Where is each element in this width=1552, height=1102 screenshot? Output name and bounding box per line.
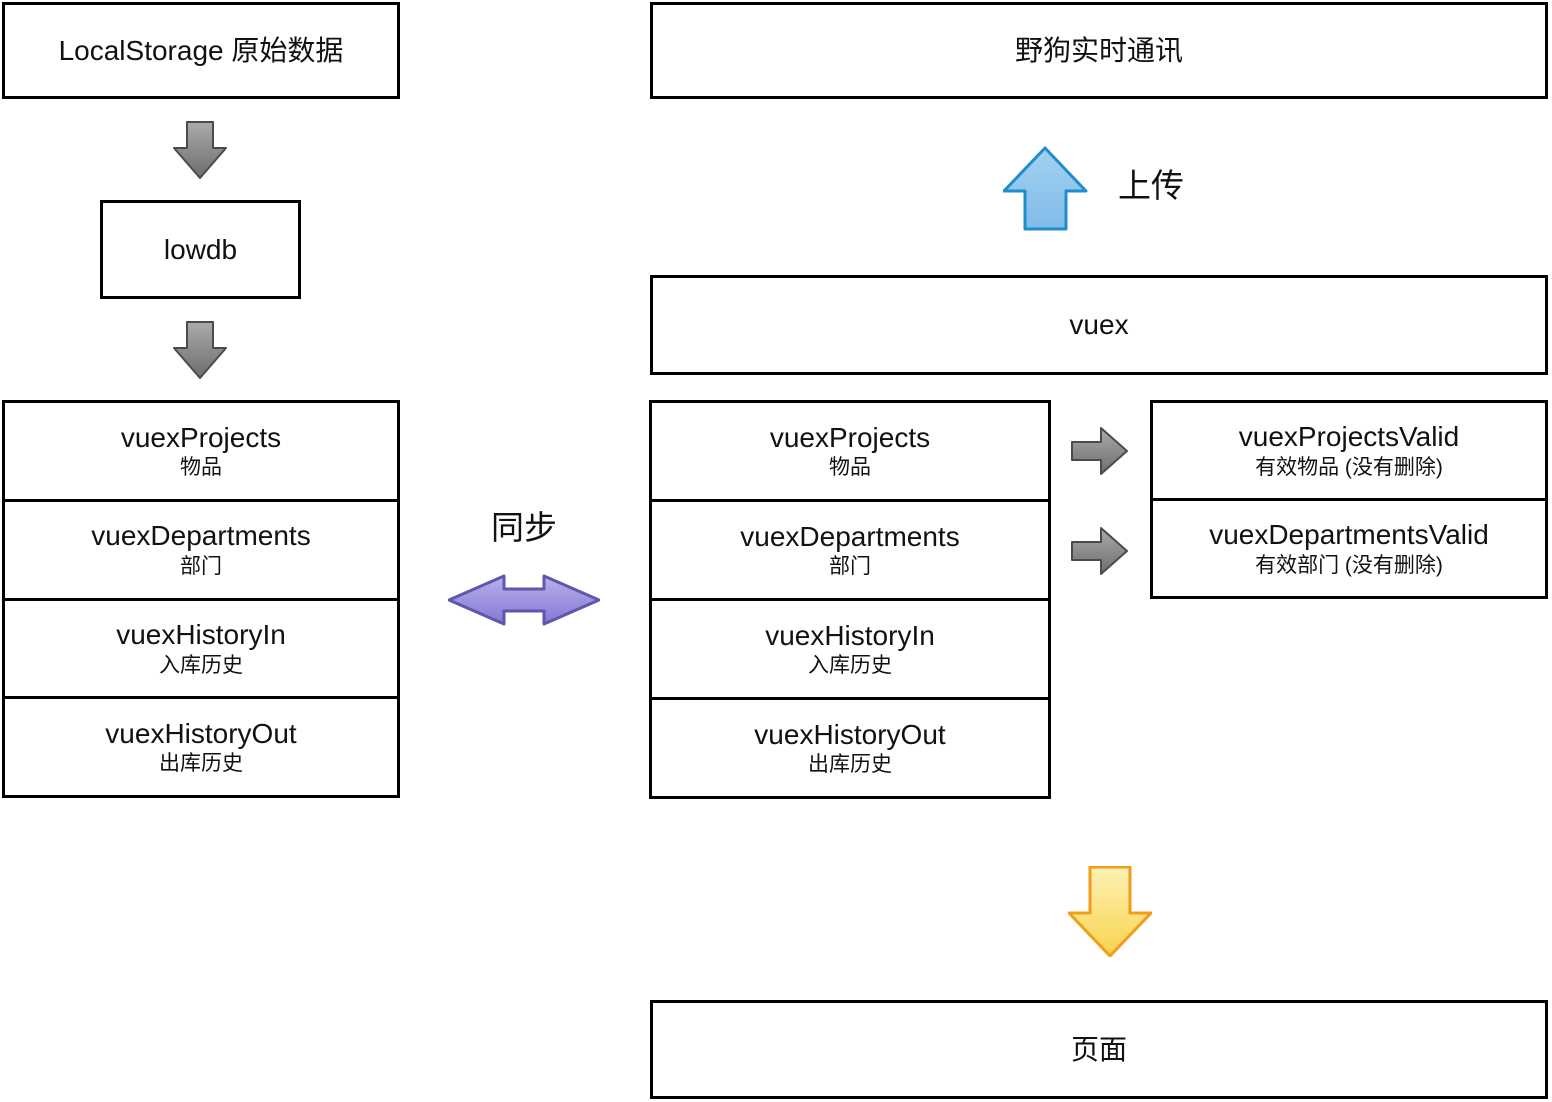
vuex-box: vuex <box>650 275 1548 375</box>
sync-label: 同步 <box>491 509 557 546</box>
vuex-state-stack: vuexProjects 物品 vuexDepartments 部门 vuexH… <box>649 400 1051 799</box>
stack-row-vuexprojectsvalid: vuexProjectsValid 有效物品 (没有删除) <box>1153 403 1545 498</box>
lowdb-label: lowdb <box>163 233 238 265</box>
row-title: vuexProjectsValid <box>1238 421 1460 453</box>
row-title: vuexHistoryOut <box>754 718 946 750</box>
stack-row-vuexdepartments: vuexDepartments 部门 <box>652 499 1048 598</box>
localstorage-box: LocalStorage 原始数据 <box>2 2 400 99</box>
row-title: vuexDepartmentsValid <box>1209 519 1489 551</box>
row-subtitle: 入库历史 <box>159 653 243 677</box>
stack-row-vuexdepartmentsvalid: vuexDepartmentsValid 有效部门 (没有删除) <box>1153 498 1545 596</box>
stack-row-vuexdepartments: vuexDepartments 部门 <box>5 498 397 598</box>
row-subtitle: 物品 <box>180 456 222 480</box>
row-title: vuexProjects <box>769 421 931 453</box>
page-label: 页面 <box>1070 1033 1127 1065</box>
stack-row-vuexprojects: vuexProjects 物品 <box>5 403 397 499</box>
lowdb-box: lowdb <box>100 200 301 299</box>
vuex-label: vuex <box>1069 309 1129 341</box>
upload-arrow-icon <box>1003 146 1088 231</box>
row-title: vuexDepartments <box>91 520 311 552</box>
render-down-arrow-icon <box>1068 866 1152 957</box>
row-subtitle: 有效部门 (没有删除) <box>1255 553 1443 577</box>
row-subtitle: 部门 <box>829 555 871 579</box>
row-subtitle: 出库历史 <box>159 752 243 776</box>
row-title: vuexHistoryIn <box>116 619 286 651</box>
row-subtitle: 入库历史 <box>808 654 892 678</box>
row-subtitle: 部门 <box>180 554 222 578</box>
row-title: vuexHistoryOut <box>105 717 297 749</box>
right-arrow-icon <box>1071 427 1128 475</box>
row-subtitle: 出库历史 <box>808 753 892 777</box>
wilddog-box: 野狗实时通讯 <box>650 2 1548 99</box>
down-arrow-icon <box>173 321 227 379</box>
stack-row-vuexhistoryout: vuexHistoryOut 出库历史 <box>652 697 1048 796</box>
down-arrow-icon <box>173 121 227 179</box>
localstorage-label: LocalStorage 原始数据 <box>58 34 344 66</box>
local-vuex-stack: vuexProjects 物品 vuexDepartments 部门 vuexH… <box>2 400 400 798</box>
sync-double-arrow-icon <box>448 574 600 626</box>
stack-row-vuexhistoryin: vuexHistoryIn 入库历史 <box>652 598 1048 697</box>
stack-row-vuexhistoryin: vuexHistoryIn 入库历史 <box>5 597 397 697</box>
wilddog-label: 野狗实时通讯 <box>1014 34 1183 66</box>
row-title: vuexProjects <box>120 421 282 453</box>
page-box: 页面 <box>650 1000 1548 1099</box>
upload-label: 上传 <box>1118 167 1184 204</box>
row-title: vuexHistoryIn <box>765 619 935 651</box>
stack-row-vuexprojects: vuexProjects 物品 <box>652 403 1048 499</box>
row-subtitle: 物品 <box>829 456 871 480</box>
vuex-valid-stack: vuexProjectsValid 有效物品 (没有删除) vuexDepart… <box>1150 400 1548 599</box>
row-subtitle: 有效物品 (没有删除) <box>1255 455 1443 479</box>
row-title: vuexDepartments <box>740 520 960 552</box>
stack-row-vuexhistoryout: vuexHistoryOut 出库历史 <box>5 696 397 795</box>
right-arrow-icon <box>1071 527 1128 575</box>
